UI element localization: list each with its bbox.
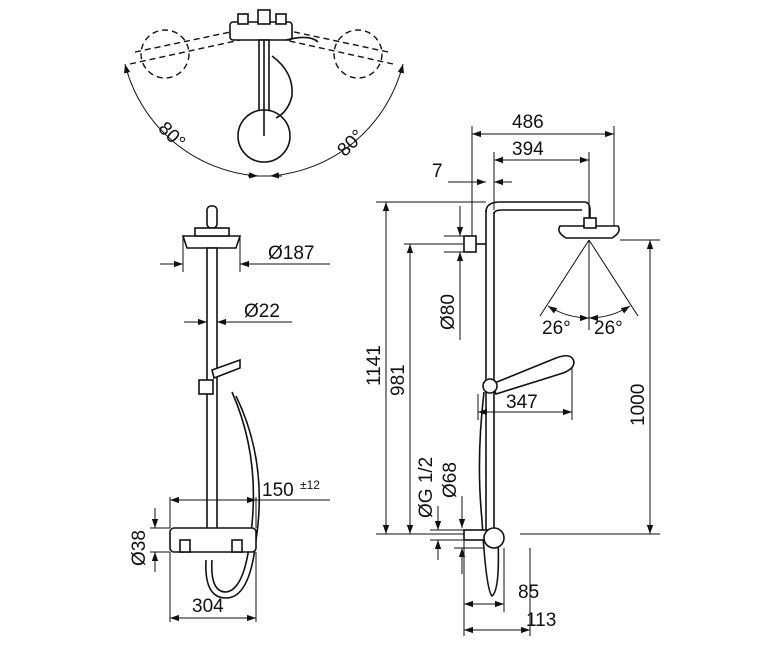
head-shower-front [181, 235, 242, 249]
hand-shower-side [490, 354, 575, 395]
wall-bracket [463, 235, 477, 253]
dim-valve-diameter-side: Ø68 [440, 462, 461, 498]
dim-head-height: 1000 [628, 384, 649, 426]
front-view: Ø187 Ø22 150 ±12 Ø38 304 [129, 205, 330, 622]
dim-arm-reach: 394 [512, 139, 544, 160]
dim-rail-spacing: 150 [262, 480, 294, 501]
dim-hand-shower-reach: 347 [506, 392, 538, 413]
dim-total-reach: 486 [512, 112, 544, 133]
dim-bracket-height: 981 [388, 364, 409, 396]
angle-left-label: 80° [154, 118, 189, 153]
dim-head-diameter: Ø187 [268, 243, 314, 264]
spray-angle-left: 26° [542, 318, 571, 339]
top-view: 80° 80° [124, 9, 404, 179]
spray-angle-right: 26° [594, 318, 623, 339]
angle-right-label: 80° [334, 126, 369, 161]
dim-rail-diameter: Ø22 [244, 301, 280, 322]
head-shower-side [558, 225, 620, 239]
shower-hose [210, 391, 255, 593]
swing-position-left [140, 29, 190, 79]
dim-valve-width: 304 [192, 596, 224, 617]
dim-depth-min: 85 [518, 582, 539, 603]
dim-bracket-diameter: Ø80 [438, 294, 459, 330]
shower-arm [485, 201, 591, 228]
dim-total-height: 1141 [364, 345, 385, 386]
swing-position-right [333, 29, 383, 79]
dim-depth-max: 113 [526, 610, 556, 631]
dim-connection-diameter: ØG 1/2 [416, 457, 437, 518]
dim-valve-diameter: Ø38 [129, 530, 150, 566]
side-view: 26° 26° 486 394 7 Ø80 1141 981 [364, 112, 660, 636]
dim-wall-gap: 7 [432, 161, 443, 182]
dim-rail-spacing-tolerance: ±12 [300, 478, 320, 492]
